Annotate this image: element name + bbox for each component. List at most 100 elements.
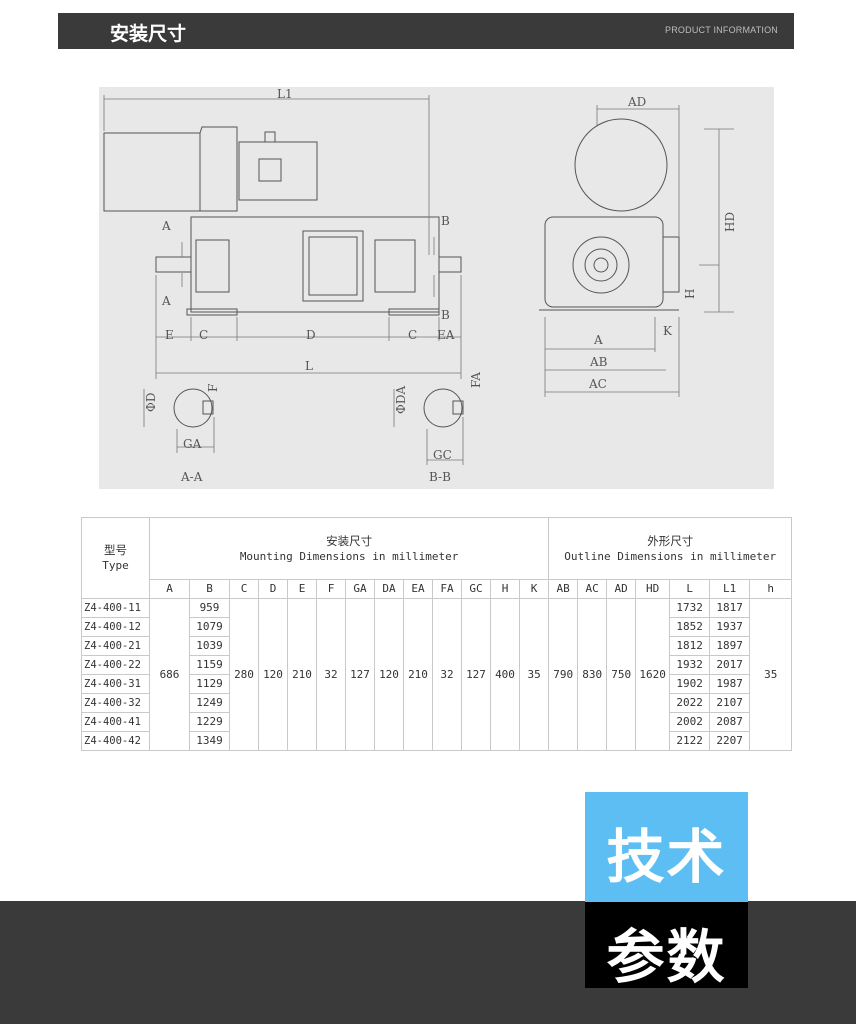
label-ea: EA — [437, 328, 455, 342]
label-ga: GA — [183, 437, 202, 451]
table-row: Z4-400-42 1349 2122 2207 — [81, 731, 792, 751]
col-header: H — [490, 579, 520, 599]
col-header: E — [287, 579, 317, 599]
blower-box — [103, 132, 201, 212]
cell-e: 210 — [287, 598, 317, 751]
cell-l: 2002 — [669, 712, 711, 732]
col-header: AC — [577, 579, 608, 599]
model-cell: Z4-400-11 — [81, 598, 150, 618]
label-e: E — [165, 328, 174, 342]
foot-right — [388, 308, 440, 316]
cell-l: 1932 — [669, 655, 711, 675]
badge-top: 技术 — [585, 792, 748, 902]
col-header: FA — [432, 579, 462, 599]
middle-window — [302, 230, 364, 302]
middle-window-inner — [308, 236, 358, 296]
cell-l1: 1817 — [709, 598, 751, 618]
label-l: L — [305, 359, 313, 373]
blower-hood — [199, 126, 238, 212]
label-k: K — [663, 324, 673, 338]
shaft-right — [438, 256, 462, 273]
section-aa-key — [202, 400, 214, 415]
cell-b: 1249 — [189, 693, 230, 713]
model-cell: Z4-400-21 — [81, 636, 150, 656]
cell-b: 1229 — [189, 712, 230, 732]
label-section-aa: A-A — [180, 470, 203, 484]
cell-k: 35 — [518, 598, 550, 751]
col-header: h — [749, 579, 793, 599]
end-shaft-ring — [584, 248, 618, 282]
drawing-svg: L1 A A B B E C D C EA L AD HD H A K AB A… — [103, 87, 737, 484]
cell-fa: 32 — [432, 598, 462, 751]
cell-a: 686 — [149, 598, 190, 751]
label-gc: GC — [433, 448, 452, 462]
table-row: Z4-400-21 1039 1812 1897 — [81, 636, 792, 656]
model-header: 型号 Type — [81, 517, 150, 599]
col-header: F — [316, 579, 346, 599]
label-ad: AD — [627, 95, 646, 109]
end-bearing — [572, 236, 630, 294]
left-window — [195, 239, 230, 293]
col-header: AD — [606, 579, 637, 599]
column-header-row: A B C D E F GA DA EA FA GC H K AB AC AD … — [82, 579, 793, 599]
col-header: L1 — [709, 579, 751, 599]
label-l1: L1 — [277, 87, 293, 101]
model-header-cn: 型号 — [104, 543, 127, 557]
outline-header-en: Outline Dimensions in millimeter — [564, 549, 777, 563]
model-cell: Z4-400-41 — [81, 712, 150, 732]
outline-header: 外形尺寸 Outline Dimensions in millimeter — [548, 517, 793, 580]
label-ab: AB — [589, 355, 608, 369]
cell-l1: 2207 — [709, 731, 751, 751]
cell-da: 120 — [374, 598, 404, 751]
section-bb-key — [452, 400, 464, 415]
cell-b: 1039 — [189, 636, 230, 656]
model-cell: Z4-400-12 — [81, 617, 150, 637]
cell-ac: 830 — [577, 598, 608, 751]
outline-header-cn: 外形尺寸 — [647, 533, 694, 548]
table-group-header: 型号 Type 安装尺寸 Mounting Dimensions in mill… — [81, 517, 793, 599]
label-section-bb: B-B — [429, 470, 451, 484]
badge-line-2: 参数 — [606, 923, 727, 991]
col-header: HD — [635, 579, 671, 599]
col-header: B — [189, 579, 230, 599]
col-header: C — [229, 579, 259, 599]
cell-h-small: 35 — [749, 598, 793, 751]
model-cell: Z4-400-22 — [81, 655, 150, 675]
section-bb-circle — [423, 388, 463, 428]
table-row: Z4-400-11 686 959 280 120 210 32 127 120… — [81, 598, 793, 751]
col-header: K — [518, 579, 550, 599]
label-c-right: C — [408, 328, 417, 342]
col-header: GA — [345, 579, 375, 599]
cell-l1: 1937 — [709, 617, 751, 637]
cell-f: 32 — [316, 598, 346, 751]
model-cell: Z4-400-42 — [81, 731, 150, 751]
end-shaft — [593, 257, 609, 273]
shaft-left — [155, 256, 192, 273]
cell-c: 280 — [229, 598, 259, 751]
col-header: D — [258, 579, 288, 599]
cell-l1: 1987 — [709, 674, 751, 694]
cell-l1: 2107 — [709, 693, 751, 713]
cell-ad: 750 — [606, 598, 637, 751]
cell-d: 120 — [258, 598, 288, 751]
col-header: A — [149, 579, 190, 599]
cell-l1: 1897 — [709, 636, 751, 656]
label-f: F — [206, 384, 220, 392]
cell-l: 1732 — [669, 598, 711, 618]
section-title: 安装尺寸 — [110, 23, 187, 45]
section-subtitle: PRODUCT INFORMATION — [665, 25, 778, 35]
fan-terminal — [258, 158, 282, 182]
lifting-eye — [264, 131, 276, 142]
col-header: AB — [548, 579, 579, 599]
mounting-header-cn: 安装尺寸 — [326, 533, 373, 548]
cell-ea: 210 — [403, 598, 433, 751]
label-b-bottom: B — [441, 308, 450, 322]
end-frame — [544, 216, 664, 308]
model-header-en: Type — [102, 559, 129, 572]
cell-b: 1349 — [189, 731, 230, 751]
label-a-end: A — [593, 333, 603, 347]
label-phi-d: ΦD — [144, 393, 158, 412]
right-window — [374, 239, 416, 293]
spec-table: 型号 Type 安装尺寸 Mounting Dimensions in mill… — [81, 517, 793, 751]
cell-l1: 2087 — [709, 712, 751, 732]
